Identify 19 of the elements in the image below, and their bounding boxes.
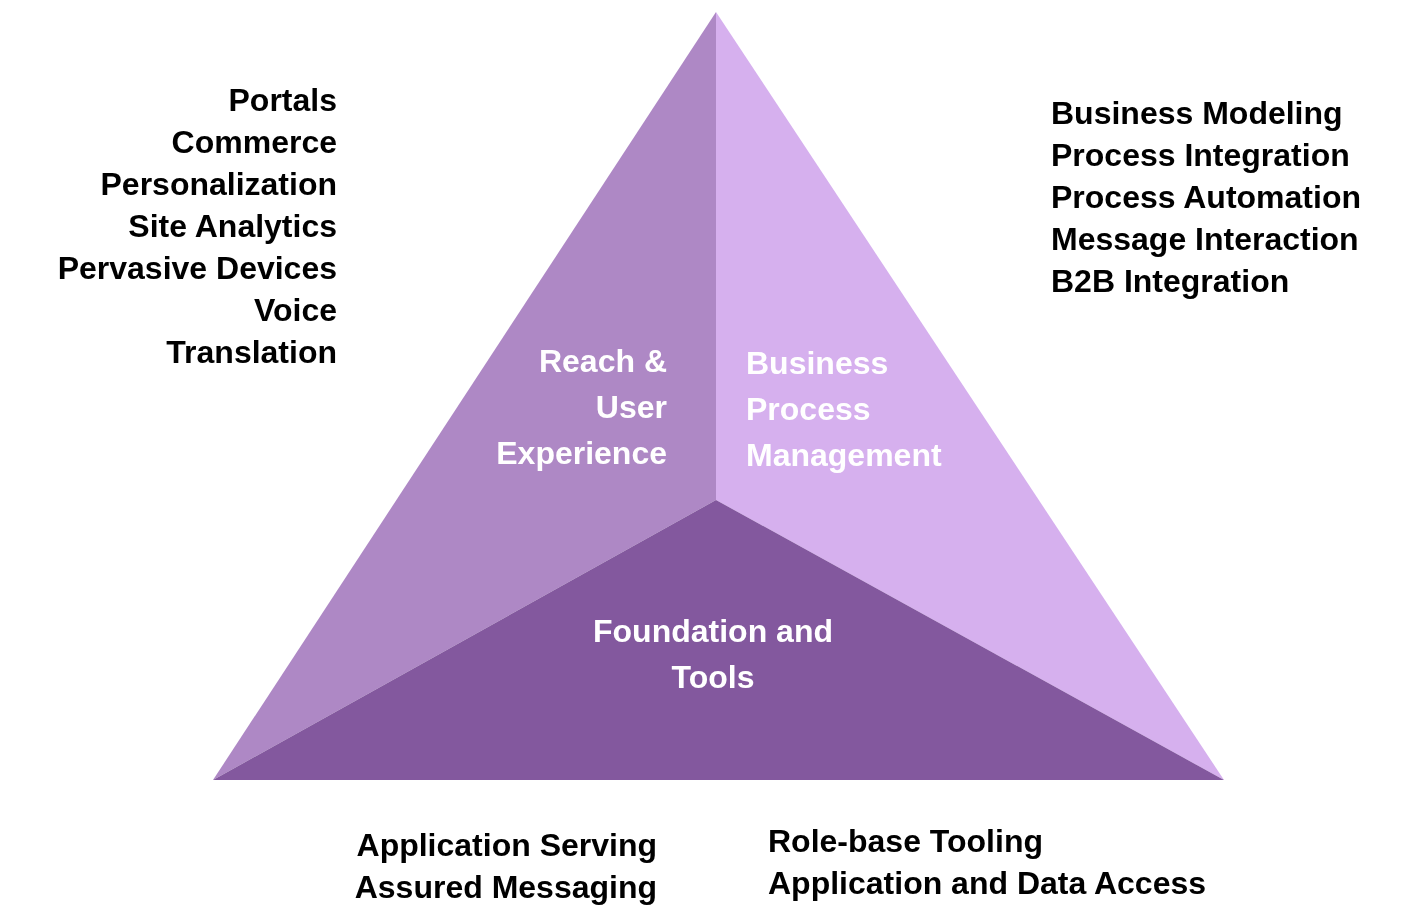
list-item: Role-base Tooling: [768, 822, 1043, 861]
face-label: Business Process Management: [746, 344, 943, 475]
list-item: Pervasive Devices: [57, 249, 337, 288]
list-item: Process Automation: [1051, 178, 1361, 217]
list-item: B2B Integration: [1051, 262, 1290, 301]
face-label: Reach & User Experience: [495, 342, 667, 473]
list-item: Commerce: [171, 123, 337, 162]
list-item: Voice: [254, 291, 337, 330]
list-item: Personalization: [100, 165, 337, 204]
list-item: Assured Messaging: [354, 868, 657, 906]
face-label: Foundation and Tools: [593, 612, 833, 697]
list-item: Site Analytics: [128, 207, 337, 246]
list-item: Process Integration: [1051, 136, 1350, 175]
list-item: Message Interaction: [1051, 220, 1359, 259]
list-item: Application Serving: [356, 826, 657, 865]
list-item: Portals: [228, 81, 337, 120]
list-item: Business Modeling: [1051, 94, 1343, 133]
list-item: Application and Data Access: [768, 864, 1207, 903]
list-item: Translation: [166, 333, 337, 372]
